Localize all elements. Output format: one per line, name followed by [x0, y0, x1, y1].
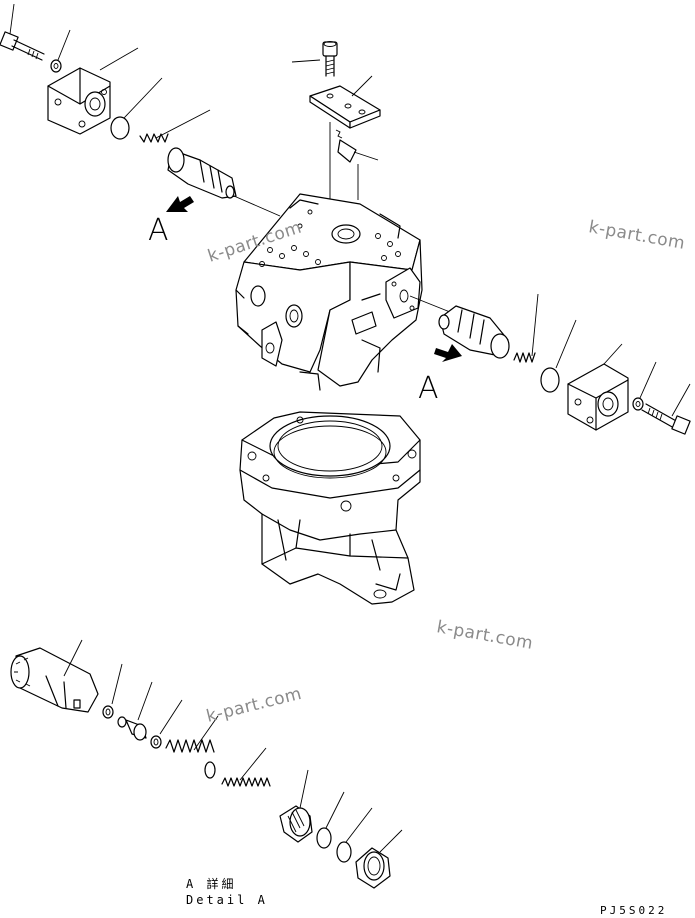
body-top-ports [259, 209, 401, 267]
left-spring [139, 109, 211, 143]
watermark-3: k-part.com [435, 617, 535, 654]
detail-caption-english: Detail A [186, 893, 268, 907]
left-spool [167, 147, 281, 217]
left-bolt [0, 3, 45, 61]
right-spool [438, 305, 510, 359]
detail-snap-ring [316, 791, 345, 849]
left-o-ring [110, 77, 163, 140]
top-plate-assembly [291, 41, 381, 230]
right-cover-block [567, 343, 629, 431]
right-bolt [641, 383, 691, 435]
left-cover-block [47, 47, 139, 135]
detail-ring-2 [150, 699, 183, 749]
lower-housing [239, 411, 421, 605]
right-cap-assembly: A [418, 293, 691, 435]
view-a-arrow-right [434, 344, 462, 362]
detail-o-ring [336, 807, 373, 863]
watermark-4: k-part.com [204, 684, 304, 727]
detail-large-spring [165, 715, 219, 779]
valve-body-casing [235, 193, 451, 391]
detail-plunger [117, 681, 153, 741]
right-o-ring [540, 319, 577, 393]
orifice-plate [309, 75, 381, 129]
detail-small-spring [221, 747, 271, 787]
detail-cap-nut [355, 829, 403, 889]
view-label-a-left: A [148, 213, 169, 248]
right-washer [632, 361, 657, 411]
detail-adjust-nut [279, 769, 313, 843]
view-a-arrow-left [166, 196, 194, 212]
detail-a-assembly [10, 639, 403, 889]
watermark-2: k-part.com [587, 217, 687, 254]
left-washer [50, 29, 71, 73]
right-spring [513, 293, 539, 363]
detail-caption-japanese: A 詳細 [186, 876, 236, 891]
left-cap-assembly: A [0, 3, 281, 248]
view-label-a-right: A [418, 371, 439, 406]
detail-sleeve [10, 639, 99, 713]
detail-ring-1 [102, 663, 123, 719]
socket-screw [291, 41, 338, 77]
drawing-code: PJ5S022 [600, 904, 667, 917]
